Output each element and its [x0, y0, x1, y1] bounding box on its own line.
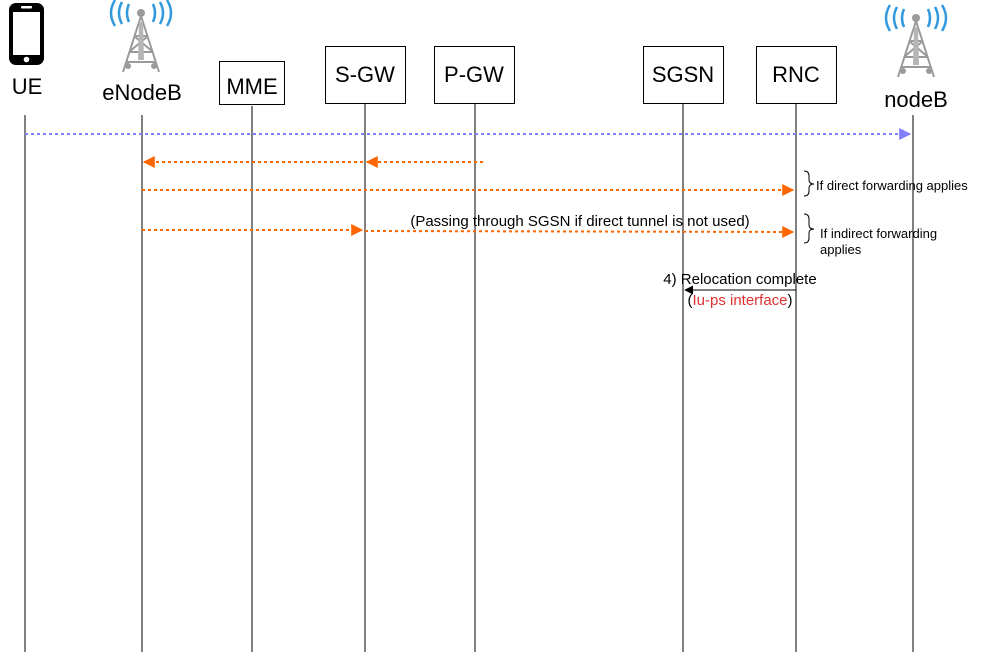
- mobile-phone-icon: [9, 3, 44, 65]
- interface-label: (Iu-ps interface): [687, 292, 792, 309]
- cell-tower-icon: [109, 0, 173, 73]
- message-indirect-sgw-to-rnc: [364, 225, 795, 238]
- interface-name: Iu-ps interface: [692, 292, 787, 309]
- interface-paren-close: ): [788, 292, 793, 309]
- message-label-relocation-complete: 4) Relocation complete: [663, 271, 816, 288]
- brace-direct: [803, 170, 815, 197]
- interface-paren-open: (: [687, 292, 692, 309]
- entity-label-sgsn: SGSN: [652, 62, 714, 87]
- entity-box-sgsn: [643, 46, 724, 104]
- entity-label-pgw: P-GW: [444, 62, 504, 87]
- cell-tower-icon: [884, 4, 948, 78]
- entity-box-rnc: [756, 46, 837, 104]
- entity-box-pgw: [434, 46, 515, 104]
- entity-label-rnc: RNC: [772, 62, 820, 87]
- entity-box-sgw: [325, 46, 406, 104]
- note-direct-forwarding: If direct forwarding applies: [816, 178, 968, 193]
- entity-label-sgw: S-GW: [335, 62, 395, 87]
- note-passing-through-sgsn: (Passing through SGSN if direct tunnel i…: [410, 213, 749, 230]
- brace-indirect: [803, 213, 815, 244]
- entity-box-mme: [219, 61, 285, 105]
- entity-label-enodeb: eNodeB: [102, 80, 182, 105]
- entity-label-mme: MME: [226, 74, 277, 99]
- entity-label-nodeb: nodeB: [884, 87, 948, 112]
- note-indirect-forwarding-line2: applies: [820, 242, 862, 257]
- entity-label-ue: UE: [12, 74, 43, 99]
- note-indirect-forwarding-line1: If indirect forwarding: [820, 226, 937, 241]
